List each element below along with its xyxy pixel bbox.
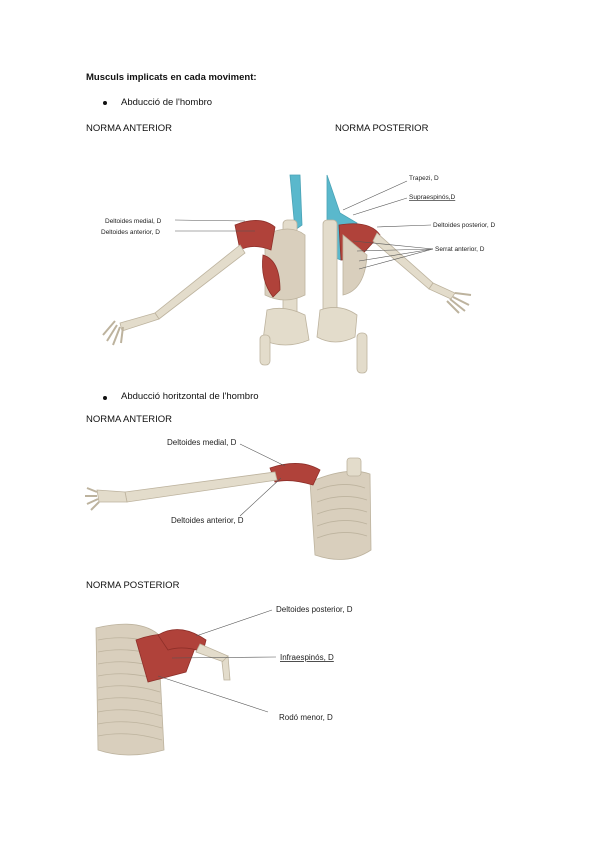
label-trapezi: Trapezi, D [409,175,439,182]
norma-anterior-title-1: NORMA ANTERIOR [86,123,173,134]
bullet-abduction: Abducció de l'hombro [121,97,213,108]
label-deltoides-posterior-2: Deltoides posterior, D [276,605,353,614]
label-serrat-anterior: Serrat anterior, D [435,246,485,253]
label-deltoides-medial-2: Deltoides medial, D [167,438,237,447]
label-deltoides-anterior-1: Deltoides anterior, D [101,229,160,236]
norma-posterior-title-2: NORMA POSTERIOR [86,580,180,591]
label-deltoides-anterior-2: Deltoides anterior, D [171,516,244,525]
abduction-skeleton-figure: Deltoides medial, D Deltoides anterior, … [101,174,495,374]
norma-anterior-title-2: NORMA ANTERIOR [86,414,173,425]
posterior-rib-skeleton [95,623,231,756]
label-deltoides-medial-1: Deltoides medial, D [105,218,162,225]
norma-posterior-title-1: NORMA POSTERIOR [335,123,429,134]
anterior-arm-skeleton [85,457,372,560]
page-heading: Musculs implicats en cada moviment: [86,72,257,83]
label-infraespinos: Infraespinós, D [280,653,334,662]
anterior-leader-lines [174,219,255,232]
bullet-dot [103,101,107,105]
horizontal-abduction-anterior-figure: Deltoides medial, D Deltoides anterior, … [85,438,372,560]
horizontal-abduction-posterior-figure: Deltoides posterior, D Infraespinós, D R… [95,605,353,756]
label-rodo-menor: Rodó menor, D [279,713,333,722]
posterior-leader-lines [342,180,434,270]
leader-lines-2b [157,609,277,713]
label-deltoides-posterior-1: Deltoides posterior, D [433,222,495,229]
label-supraespinos-1: Supraespinós,D [409,194,456,201]
bullet-dot [103,396,107,400]
leader-lines-2a [239,443,286,517]
bullet-horizontal-abduction: Abducció horitzontal de l'hombro [121,391,259,402]
posterior-skeleton [316,174,472,374]
anterior-skeleton [102,174,310,366]
